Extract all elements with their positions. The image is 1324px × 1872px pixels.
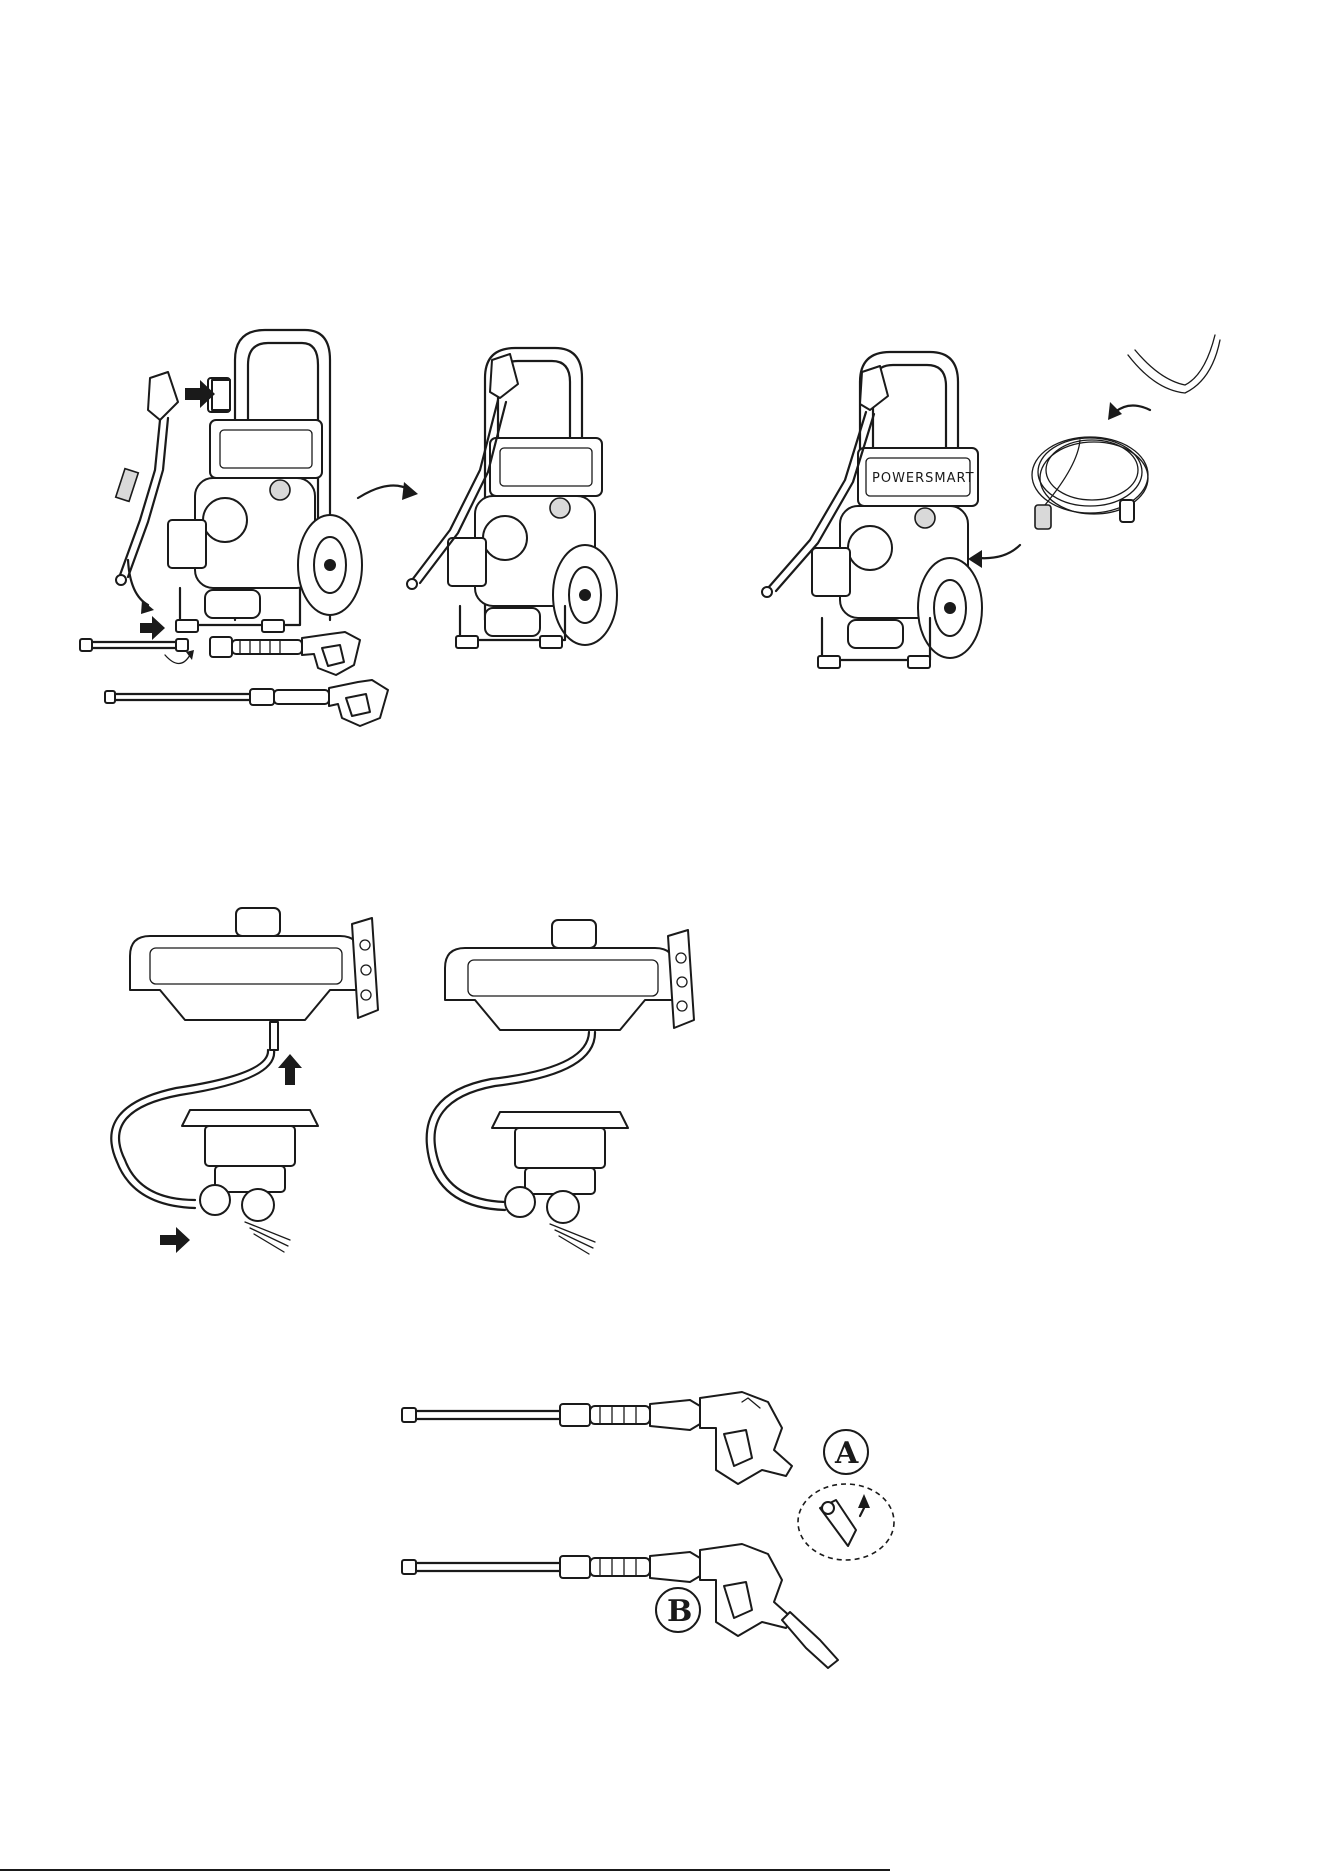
pressure-washer-3: POWERSMART xyxy=(762,352,982,668)
coiled-hose xyxy=(1032,437,1148,529)
arrow-right-icon xyxy=(140,616,165,640)
detergent-tank-left xyxy=(111,908,378,1253)
pressure-washer-2 xyxy=(407,348,617,648)
figure-hose-attach: POWERSMART xyxy=(762,335,1220,668)
callout-a-label: A xyxy=(834,1436,859,1471)
spray-gun-b xyxy=(402,1544,838,1668)
pressure-washer-1 xyxy=(168,330,362,632)
spray-gun-a xyxy=(402,1392,792,1484)
arrow-right-icon xyxy=(160,1227,190,1253)
detergent-tank-right xyxy=(427,920,694,1254)
figure-wand-holder xyxy=(80,330,617,726)
assembled-gun xyxy=(105,680,388,726)
curved-arrow-icon xyxy=(358,486,410,499)
brand-label: POWERSMART xyxy=(872,471,975,486)
curved-arrow-icon xyxy=(978,545,1020,558)
curved-arrow-icon xyxy=(1115,405,1150,412)
figure-gun-connector: A B xyxy=(402,1392,894,1668)
figure-tank-hose xyxy=(111,908,694,1254)
arrow-up-icon xyxy=(278,1054,302,1085)
callout-b-label: B xyxy=(667,1594,692,1629)
hose-strap xyxy=(1135,335,1215,385)
